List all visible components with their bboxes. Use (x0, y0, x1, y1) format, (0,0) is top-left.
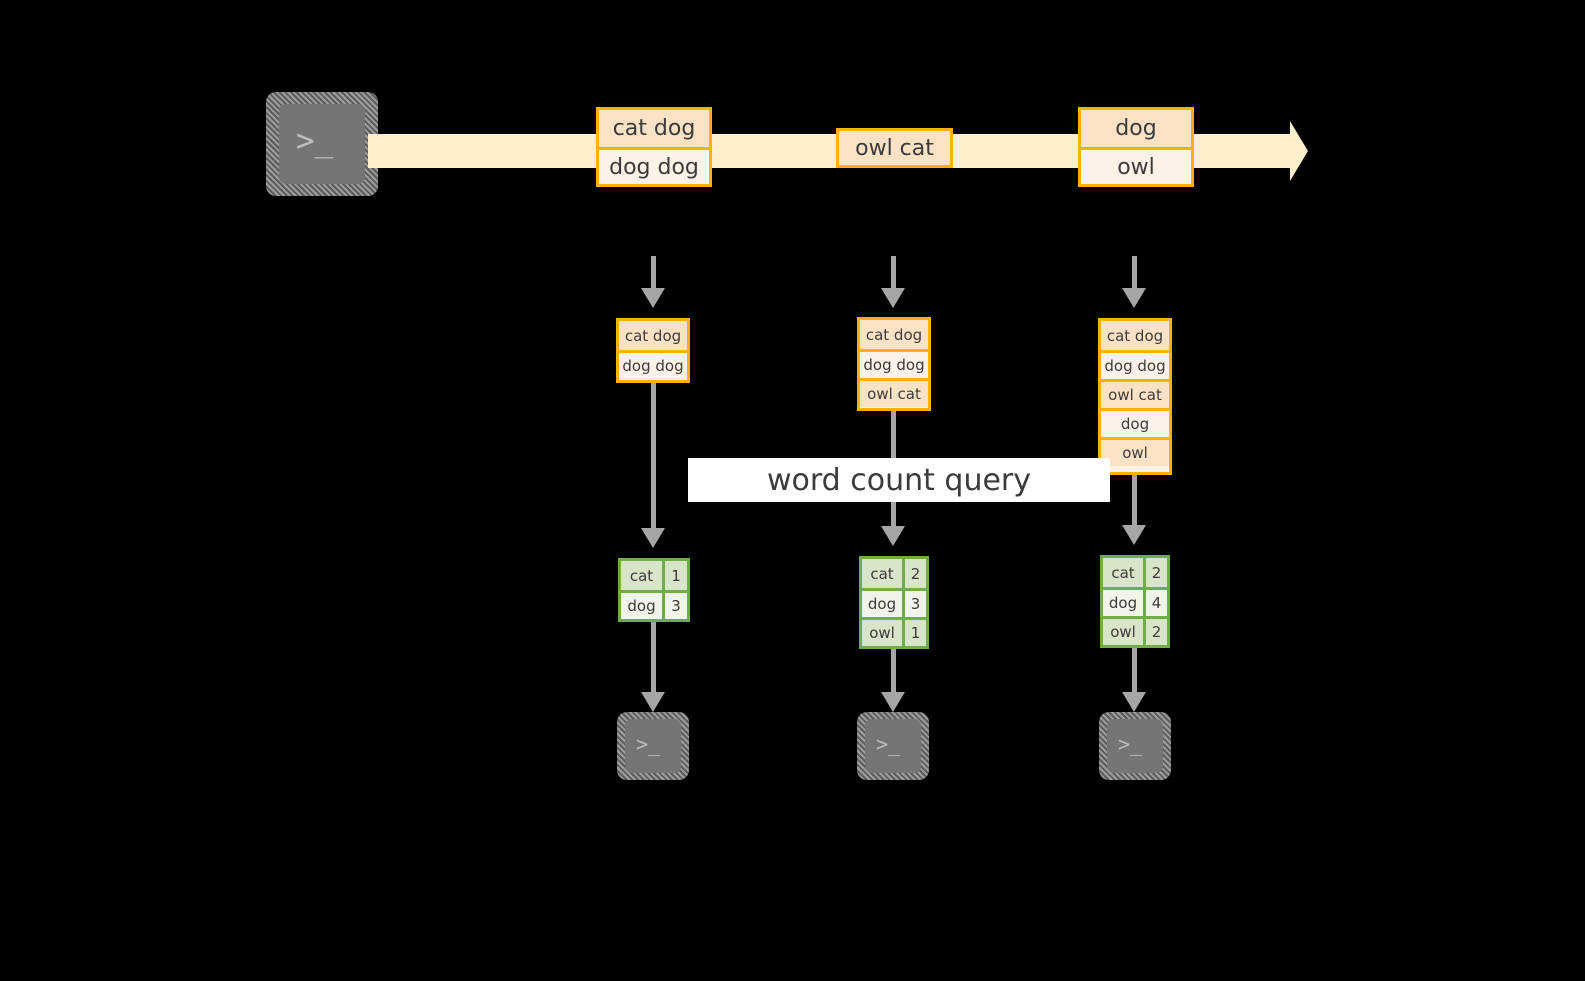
feed-arrow-head-2 (881, 288, 905, 308)
terminal-face (1107, 719, 1163, 773)
query-arrow-head-3 (1122, 525, 1146, 545)
feed-arrow-line-1 (651, 256, 656, 290)
terminal-prompt-glyph: >_ (876, 732, 901, 756)
query-arrow-head-1 (641, 528, 665, 548)
input-table-row: dog dog (1101, 350, 1169, 379)
sink-terminal-2: >_ (857, 712, 929, 780)
result-word: dog (621, 593, 662, 619)
input-table-row: dog (1101, 408, 1169, 437)
input-table-row: cat dog (619, 321, 687, 350)
input-table-row: owl cat (1101, 379, 1169, 408)
feed-arrow-line-3 (1132, 256, 1137, 290)
input-table-1: cat dog dog dog (616, 318, 690, 383)
result-row: dog 4 (1103, 587, 1167, 616)
stream-batch-line: dog dog (599, 147, 709, 184)
input-table-row: cat dog (860, 320, 928, 349)
result-row: cat 1 (621, 561, 687, 590)
query-arrow-head-2 (881, 526, 905, 546)
stream-batch-2: owl cat (836, 128, 953, 168)
sink-arrow-line-3 (1132, 648, 1137, 694)
sink-arrow-line-1 (651, 622, 656, 694)
terminal-face (625, 719, 681, 773)
result-word: cat (862, 559, 902, 588)
terminal-prompt-glyph: >_ (636, 732, 661, 756)
result-count: 1 (662, 561, 687, 590)
stream-arrowhead-icon (1290, 121, 1308, 181)
stream-batch-1: cat dog dog dog (596, 107, 712, 187)
stream-batch-line: dog (1081, 110, 1191, 147)
feed-arrow-line-2 (891, 256, 896, 290)
input-table-row: dog dog (860, 349, 928, 378)
sink-terminal-1: >_ (617, 712, 689, 780)
result-word: cat (1103, 558, 1143, 587)
result-word: owl (862, 620, 902, 646)
query-arrow-line-3 (1132, 475, 1137, 527)
stream-batch-line: cat dog (599, 110, 709, 147)
result-row: cat 2 (862, 559, 926, 588)
query-arrow-line-1 (651, 383, 656, 531)
result-row: dog 3 (862, 588, 926, 617)
result-row: owl 1 (862, 617, 926, 646)
stream-batch-3: dog owl (1078, 107, 1194, 187)
terminal-face (865, 719, 921, 773)
result-count: 4 (1143, 590, 1167, 616)
sink-arrow-head-2 (881, 692, 905, 712)
result-row: dog 3 (621, 590, 687, 619)
result-count: 2 (902, 559, 926, 588)
result-table-3: cat 2 dog 4 owl 2 (1100, 555, 1170, 648)
result-row: cat 2 (1103, 558, 1167, 587)
result-count: 1 (902, 620, 926, 646)
result-count: 3 (662, 593, 687, 619)
result-word: owl (1103, 619, 1143, 645)
input-table-row: cat dog (1101, 321, 1169, 350)
input-table-row: dog dog (619, 350, 687, 379)
sink-arrow-head-3 (1122, 692, 1146, 712)
result-row: owl 2 (1103, 616, 1167, 645)
result-word: cat (621, 561, 662, 590)
input-table-3: cat dog dog dog owl cat dog owl (1098, 318, 1172, 475)
result-count: 2 (1143, 619, 1167, 645)
sink-arrow-head-1 (641, 692, 665, 712)
result-word: dog (862, 591, 902, 617)
source-terminal-icon: >_ (266, 92, 378, 196)
sink-terminal-3: >_ (1099, 712, 1171, 780)
terminal-prompt-glyph: >_ (296, 123, 334, 159)
terminal-prompt-glyph: >_ (1118, 732, 1143, 756)
stream-batch-line: owl (1081, 147, 1191, 184)
result-count: 3 (902, 591, 926, 617)
result-table-2: cat 2 dog 3 owl 1 (859, 556, 929, 649)
stream-batch-line: owl cat (839, 131, 950, 165)
feed-arrow-head-1 (641, 288, 665, 308)
sink-arrow-line-2 (891, 649, 896, 694)
input-table-row: owl (1101, 437, 1169, 466)
input-table-2: cat dog dog dog owl cat (857, 317, 931, 411)
result-word: dog (1103, 590, 1143, 616)
query-label: word count query (688, 458, 1110, 502)
input-table-row: owl cat (860, 378, 928, 407)
terminal-face (279, 104, 365, 184)
feed-arrow-head-3 (1122, 288, 1146, 308)
result-count: 2 (1143, 558, 1167, 587)
result-table-1: cat 1 dog 3 (618, 558, 690, 622)
